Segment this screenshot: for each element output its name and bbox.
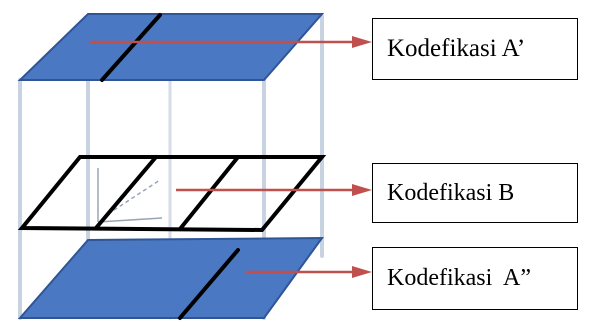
arrows [90, 36, 372, 278]
label-kodefikasi-b: Kodefikasi B [372, 163, 578, 223]
top-division-line [100, 13, 162, 82]
plane-top [17, 13, 325, 81]
arrow-middle-head [352, 184, 372, 196]
label-kodefikasi-a-prime: Kodefikasi A’ [372, 18, 578, 80]
middle-inner-sketch [97, 168, 163, 223]
middle-division-line-left [94, 155, 158, 230]
arrow-top-head [352, 36, 372, 48]
bottom-division-line [178, 248, 240, 320]
plane-middle [17, 155, 327, 233]
division-lines [94, 13, 240, 320]
arrow-bottom-head [352, 266, 372, 278]
label-kodefikasi-a-double-prime: Kodefikasi A” [372, 247, 578, 310]
middle-division-line-right [178, 155, 240, 231]
plane-bottom [17, 236, 324, 319]
